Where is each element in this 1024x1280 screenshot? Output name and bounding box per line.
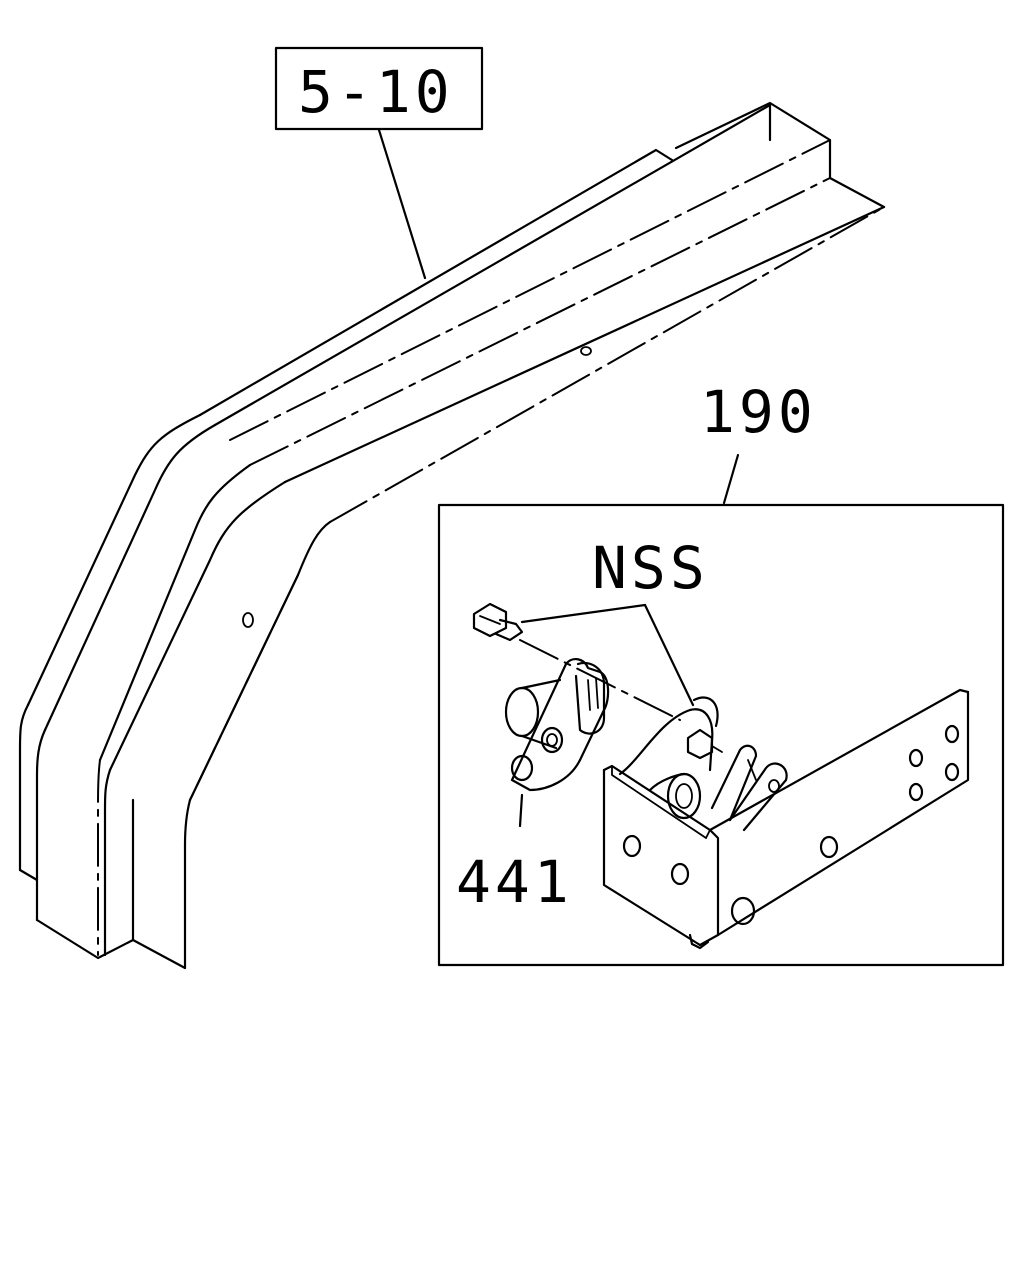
bracket-hole — [908, 748, 924, 768]
bracket-hole — [819, 835, 839, 859]
bracket — [602, 688, 970, 950]
ref-box-label: 5-10 — [298, 58, 454, 126]
ref-callout: 5-10 — [274, 46, 484, 280]
bracket-hole — [908, 782, 924, 802]
assembly-callout: 190 — [700, 378, 817, 505]
nss-label: NSS — [592, 534, 709, 602]
nss-callout: NSS — [520, 534, 709, 707]
frame-rail — [18, 101, 886, 970]
bracket-hole — [944, 724, 960, 744]
bracket-hole — [944, 762, 960, 782]
detail-frame — [437, 503, 1005, 967]
bracket-hole — [730, 896, 756, 926]
assembly-label: 190 — [700, 378, 817, 446]
rail-hole — [580, 346, 592, 356]
rail-hole — [242, 612, 254, 628]
part-label: 441 — [456, 848, 573, 916]
bracket-hole — [622, 834, 642, 858]
switch-part-441: 441 — [456, 658, 610, 916]
nut — [686, 728, 723, 760]
bracket-hole — [670, 862, 690, 886]
bolt — [472, 602, 681, 721]
